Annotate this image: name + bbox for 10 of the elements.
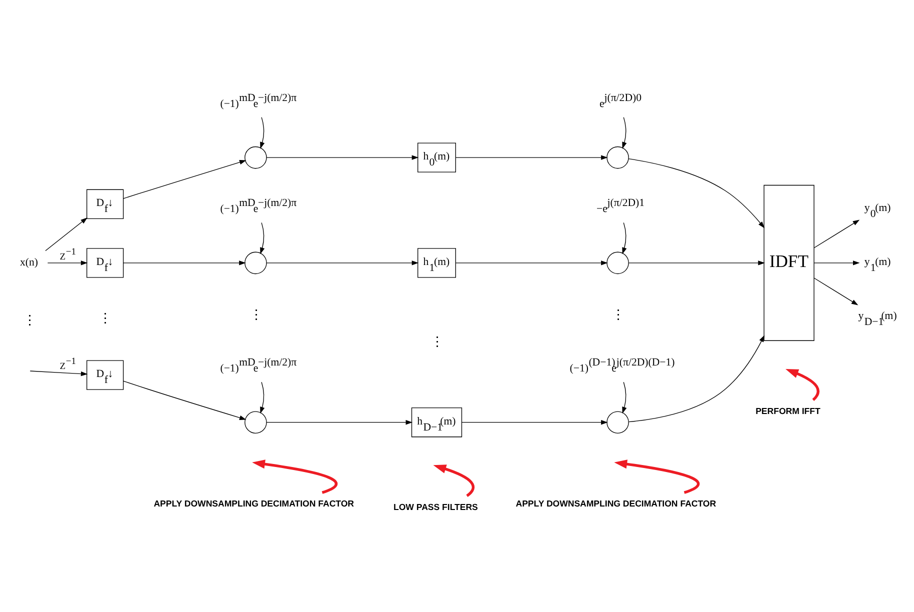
node-text: APPLY DOWNSAMPLING DECIMATION FACTOR [154,498,354,508]
node-text: PERFORM IFFT [756,405,820,416]
label: ⋮ [430,334,444,349]
node-text: APPLY DOWNSAMPLING DECIMATION FACTOR [516,498,716,508]
label: ⋮ [98,310,113,325]
label: ⋮ [22,312,37,327]
label: ⋮ [249,306,264,322]
label: ⋮ [611,306,626,322]
node-text: x(n) [20,256,38,268]
node-text: LOW PASS FILTERS [394,501,478,512]
